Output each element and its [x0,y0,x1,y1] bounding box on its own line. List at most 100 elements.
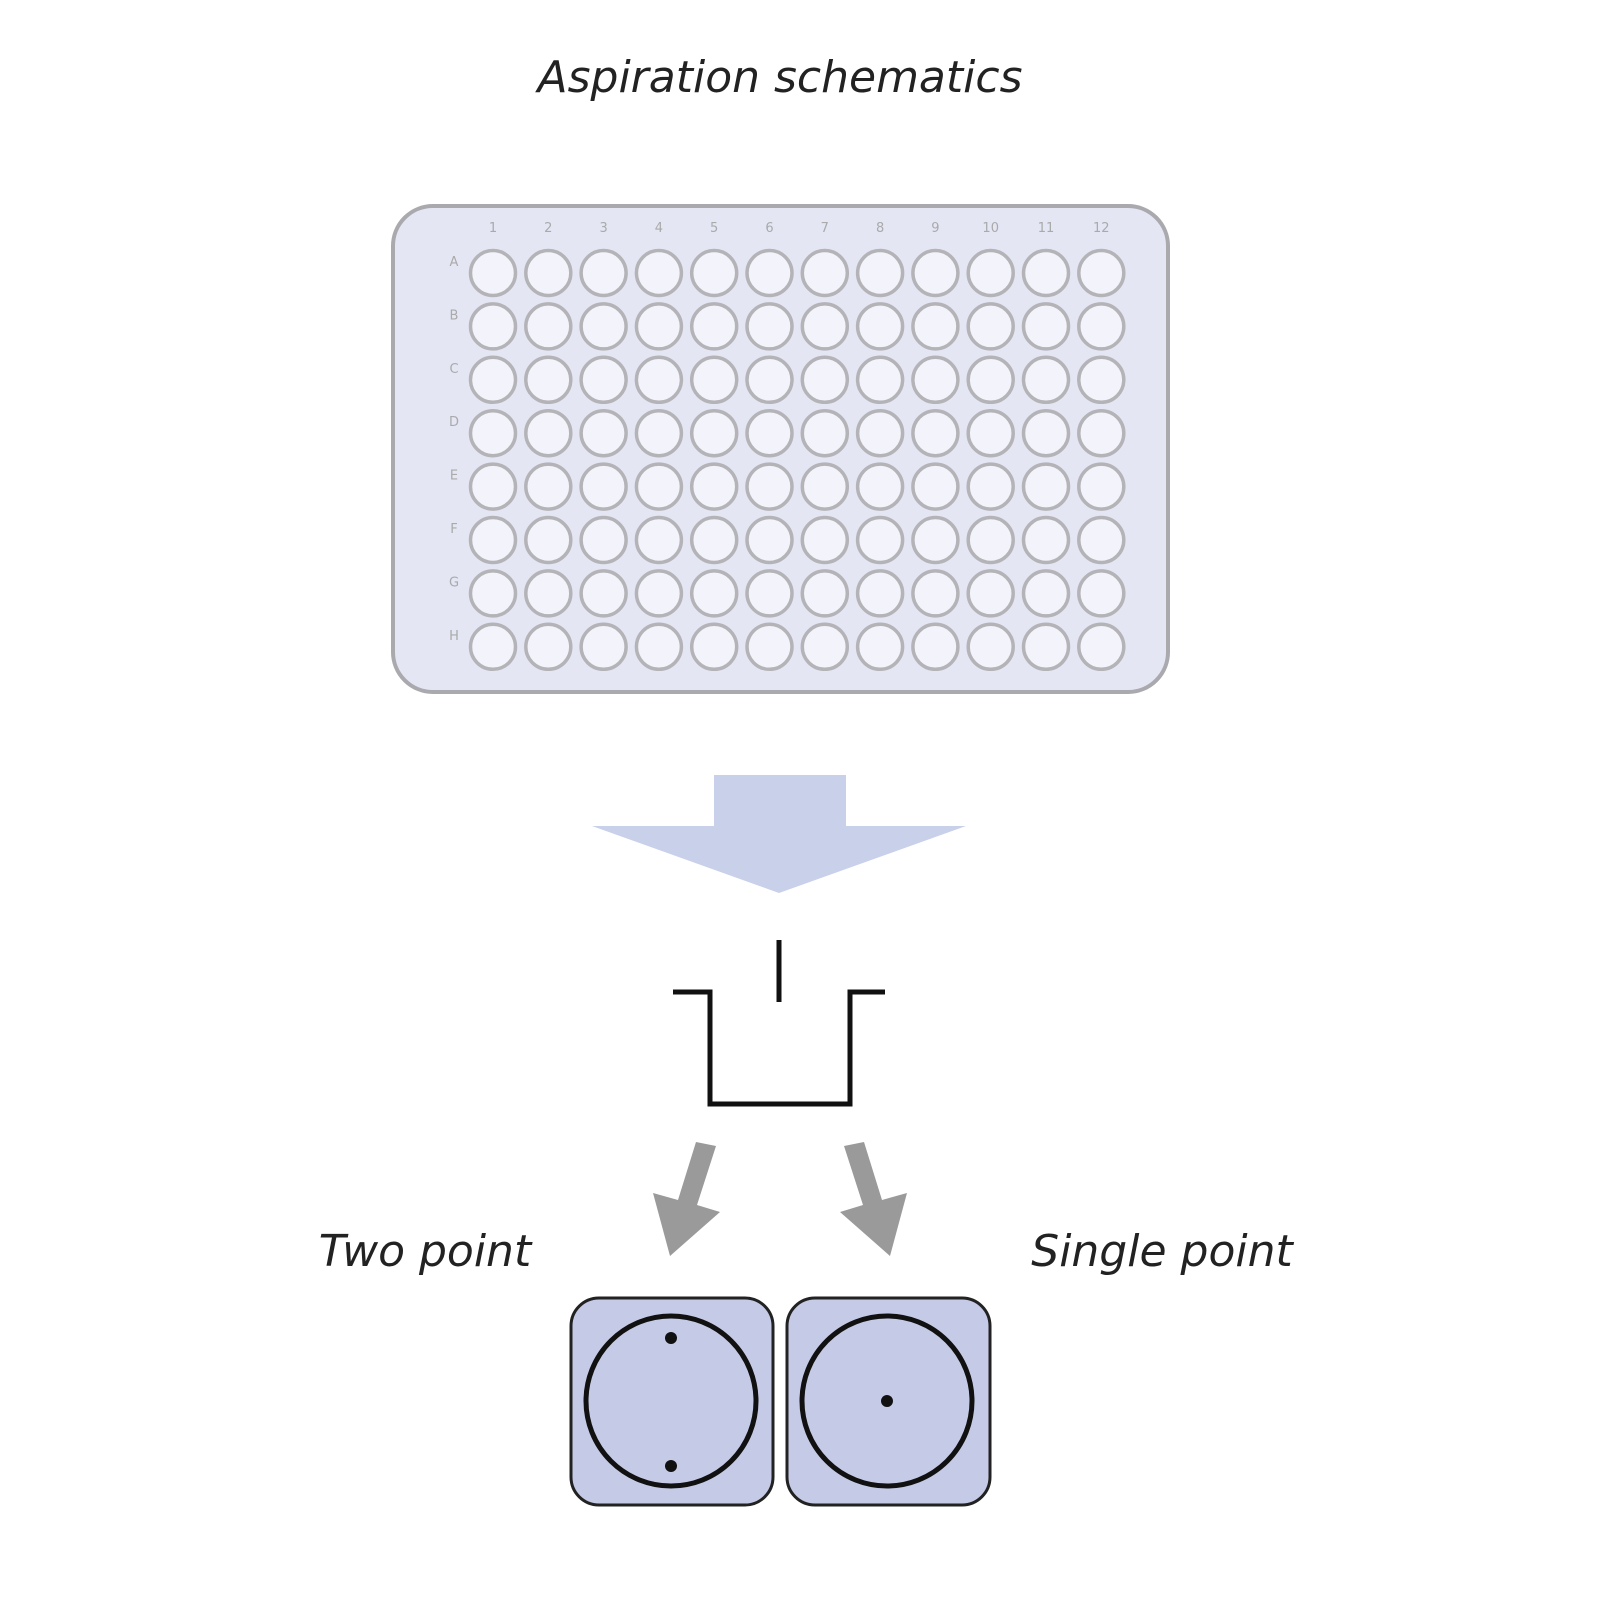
well-D5 [689,408,739,458]
column-label: 7 [821,221,829,236]
well-G1 [468,569,518,618]
well-A4 [634,248,684,298]
well-H1 [468,622,518,672]
well-G8 [855,569,905,618]
well-F11 [1021,515,1071,565]
single-point-label: Single point [1031,1226,1294,1277]
well-G4 [634,569,684,618]
well-B10 [966,302,1015,351]
well-B8 [855,302,905,351]
wells [468,248,1126,672]
well-H6 [745,622,794,672]
well-F6 [745,515,794,565]
well-D9 [911,408,960,458]
well-F7 [800,515,850,565]
well-C11 [1021,355,1071,405]
well-F5 [689,515,739,565]
well-A7 [800,248,850,298]
well-H4 [634,622,684,672]
well-C12 [1077,355,1126,405]
well-B12 [1077,302,1126,351]
well-G7 [800,569,850,618]
well-C1 [468,355,518,405]
well-G5 [689,569,739,618]
column-label: 6 [765,221,773,236]
well-F2 [524,515,573,565]
row-label: C [449,362,458,377]
well-C7 [800,355,850,405]
well-F12 [1077,515,1126,565]
well-A12 [1077,248,1126,298]
row-label: D [449,415,459,430]
big-down-arrow [592,775,966,893]
well-E1 [468,462,518,511]
well-C5 [689,355,739,405]
well-B2 [524,302,573,351]
well-G10 [966,569,1015,618]
well-H10 [966,622,1015,672]
well-E11 [1021,462,1071,511]
well-C10 [966,355,1015,405]
two-point-well [569,1296,775,1507]
well-B7 [800,302,850,351]
well-D6 [745,408,794,458]
aspiration-point-top [665,1332,677,1344]
well-C6 [745,355,794,405]
well-E6 [745,462,794,511]
well-D8 [855,408,905,458]
column-label: 11 [1038,221,1055,236]
well-A10 [966,248,1015,298]
well-E4 [634,462,684,511]
column-label: 5 [710,221,718,236]
well-outline [583,1313,759,1489]
well-G12 [1077,569,1126,618]
well-E8 [855,462,905,511]
column-label: 9 [931,221,939,236]
well-H11 [1021,622,1071,672]
well-F4 [634,515,684,565]
well-A11 [1021,248,1071,298]
well-E3 [579,462,628,511]
well-D10 [966,408,1015,458]
well-A9 [911,248,960,298]
column-label: 1 [489,221,497,236]
well-profile [673,989,885,1107]
well-F3 [579,515,628,565]
well-D12 [1077,408,1126,458]
well-C3 [579,355,628,405]
well-H2 [524,622,573,672]
well-D7 [800,408,850,458]
well-D1 [468,408,518,458]
well-E10 [966,462,1015,511]
well-A3 [579,248,628,298]
column-label: 2 [544,221,552,236]
arrow-right [840,1142,907,1256]
well-D2 [524,408,573,458]
well-A1 [468,248,518,298]
well-F9 [911,515,960,565]
well-E9 [911,462,960,511]
well-A6 [745,248,794,298]
well-C4 [634,355,684,405]
well-H7 [800,622,850,672]
well-E7 [800,462,850,511]
well-H5 [689,622,739,672]
row-label: G [449,575,459,590]
arrow-left [653,1142,720,1256]
well-F10 [966,515,1015,565]
well-outline [799,1313,975,1489]
well-B1 [468,302,518,351]
well-F8 [855,515,905,565]
well-D11 [1021,408,1071,458]
row-label: E [450,469,458,484]
aspiration-point-bottom [665,1460,677,1472]
well-E12 [1077,462,1126,511]
well-H8 [855,622,905,672]
well-B3 [579,302,628,351]
well-D4 [634,408,684,458]
column-label: 4 [655,221,663,236]
well-F1 [468,515,518,565]
row-label: H [449,629,459,644]
